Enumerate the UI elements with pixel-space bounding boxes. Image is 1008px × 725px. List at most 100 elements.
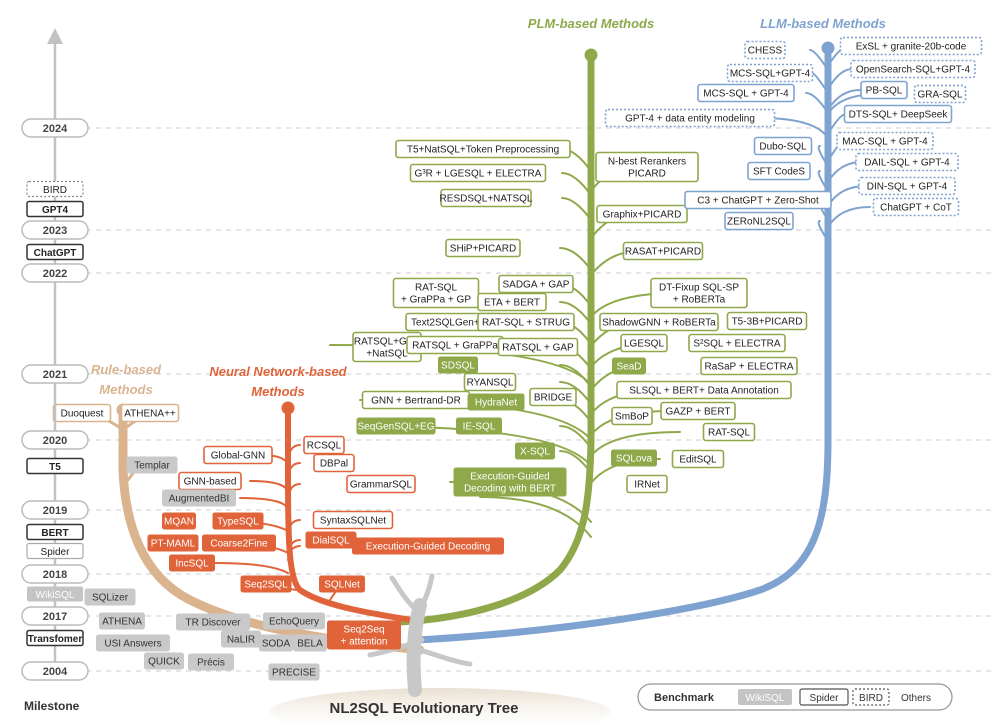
method-box [162,489,236,507]
plm-twig [590,431,681,457]
ground-shadow [270,688,610,725]
method-node: DT-Fixup SQL-SP+ RoBERTa [650,277,748,309]
method-box [697,83,795,103]
method-box [188,653,234,671]
neural-twig [214,562,289,574]
llm-twig [805,92,829,114]
neural-twig [239,497,289,513]
method-box [169,554,215,572]
method-node: QUICK [144,652,184,670]
timeline-label: 2024 [43,123,68,135]
timeline-box [26,523,84,541]
method-node: RESDSQL+NATSQL [440,188,533,208]
method-node: SQLova [611,449,657,467]
method-node: MAC-SQL + GPT-4 [836,131,934,151]
method-label: GNN + Bertrand-DR [371,396,461,407]
timeline-label: 2017 [43,611,67,623]
method-node: IE-SQL [456,417,502,435]
method-box [312,510,394,530]
method-box [147,534,199,552]
method-box [599,312,719,332]
method-node: T5+NatSQL+Token Preprocessing [395,139,571,159]
method-label: + attention [341,637,388,648]
method-label: IRNet [634,480,660,491]
method-label: DAIL-SQL + GPT-4 [864,158,950,169]
method-node: BELA [293,634,327,652]
method-label: GrammarSQL [350,480,413,491]
method-box [604,108,776,128]
diagram-title: NL2SQL Evolutionary Tree [330,700,519,717]
plm-twig [559,450,592,474]
method-box [409,163,547,183]
method-box [84,588,136,606]
method-box [313,453,355,473]
method-node: EditSQL [671,449,725,469]
method-label: CHESS [748,46,783,57]
method-box [203,445,273,465]
method-label: SmBoP [615,412,649,423]
method-box [611,449,657,467]
timeline-marker-milestone: ChatGPT [26,243,84,261]
method-label: RASAT+PICARD [625,247,701,258]
legend-item-wikisql: WikiSQL [738,689,792,705]
timeline-marker-spider: Spider [26,542,84,560]
timeline-box [21,564,89,584]
tree-trunk-branch [389,575,421,615]
branch-tip-plm [584,48,598,62]
method-node: PB-SQL [860,80,908,100]
method-label: SQLova [616,454,653,465]
method-box [726,63,814,83]
method-box [515,442,555,460]
method-node: GRA-SQL [913,84,967,104]
timeline-axis: 2024BIRDGPT42023ChatGPT202220212020T5201… [21,28,89,681]
method-node: C3 + ChatGPT + Zero-Shot [684,190,832,210]
method-node: ATHENA [99,612,145,630]
timeline-label: ChatGPT [34,248,77,259]
method-box [616,380,792,400]
method-label: SeqGenSQL+EG [358,422,435,433]
method-box [596,204,688,224]
timeline-box [21,661,89,681]
method-label: Templar [134,461,170,472]
method-label: SADGA + GAP [503,280,570,291]
method-box [753,136,813,156]
method-box [671,449,725,469]
timeline-box [26,180,84,198]
method-box [858,176,956,196]
method-node: HydraNet [467,393,525,411]
method-node: SFT CodeS [747,161,811,181]
method-box [212,512,264,530]
timeline-box [26,542,84,560]
method-label: LGESQL [624,339,664,350]
timeline-marker-milestone: GPT4 [26,200,84,218]
method-box [836,131,934,151]
method-label: Seq2SQL [244,580,288,591]
method-label: SODA [262,639,291,650]
timeline-marker-year: 2022 [21,263,89,283]
method-box [477,312,575,332]
method-box [268,663,320,681]
method-box [327,620,401,650]
timeline-marker-bird: BIRD [26,180,84,198]
timeline-marker-milestone: BERT [26,523,84,541]
method-box [477,292,547,312]
method-box [744,40,786,60]
method-label: GNN-based [184,477,237,488]
method-label: RATSQL+GAP [354,337,421,348]
method-node: RATSQL + GraPPa [406,335,504,355]
method-node: RYANSQL [463,372,517,392]
method-node: RATSQL + GAP [497,337,579,357]
method-label: AugmentedBI [169,494,230,505]
method-label: SQLNet [324,580,360,591]
method-label: ETA + BERT [484,298,540,309]
plm-twig [561,197,592,221]
method-node: IRNet [626,474,668,494]
method-label: TR Discover [185,618,241,629]
method-node: GNN + Bertrand-DR [361,390,471,410]
method-box [626,474,668,494]
timeline-box [21,606,89,626]
method-box [620,333,668,353]
method-node: Précis [188,653,234,671]
llm-twig [817,170,829,192]
